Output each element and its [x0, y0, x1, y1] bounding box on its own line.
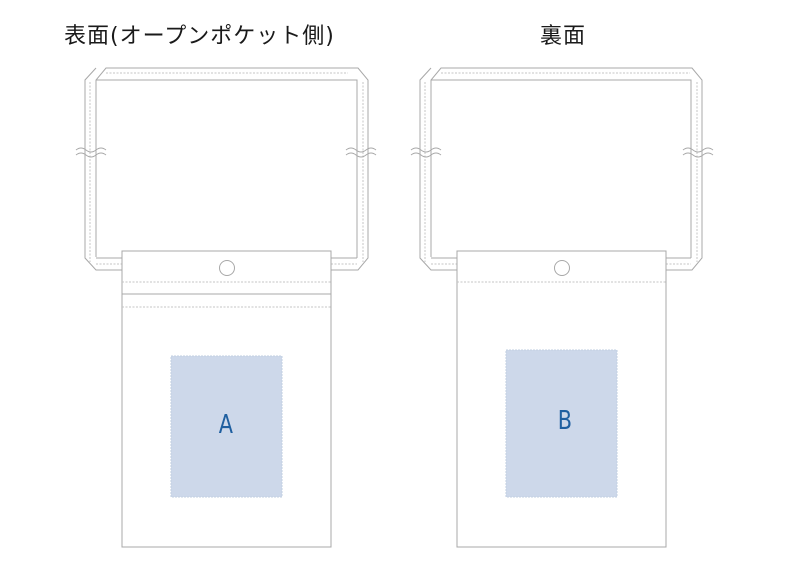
front-handle — [75, 67, 377, 271]
break-mark-icon — [75, 147, 377, 158]
print-area-a — [170, 355, 283, 498]
print-area-b — [505, 349, 618, 498]
front-side-title: 表面(オープンポケット側) — [64, 24, 335, 49]
back-hanging-hole — [554, 260, 570, 276]
front-bag — [75, 67, 377, 548]
print-area-b-label: B — [557, 406, 573, 436]
back-side-title: 裏面 — [540, 24, 587, 49]
back-bag — [410, 67, 714, 548]
print-area-a-label: A — [218, 410, 234, 440]
back-handle — [410, 67, 714, 271]
front-hanging-hole — [219, 260, 235, 276]
break-mark-icon — [410, 147, 714, 158]
